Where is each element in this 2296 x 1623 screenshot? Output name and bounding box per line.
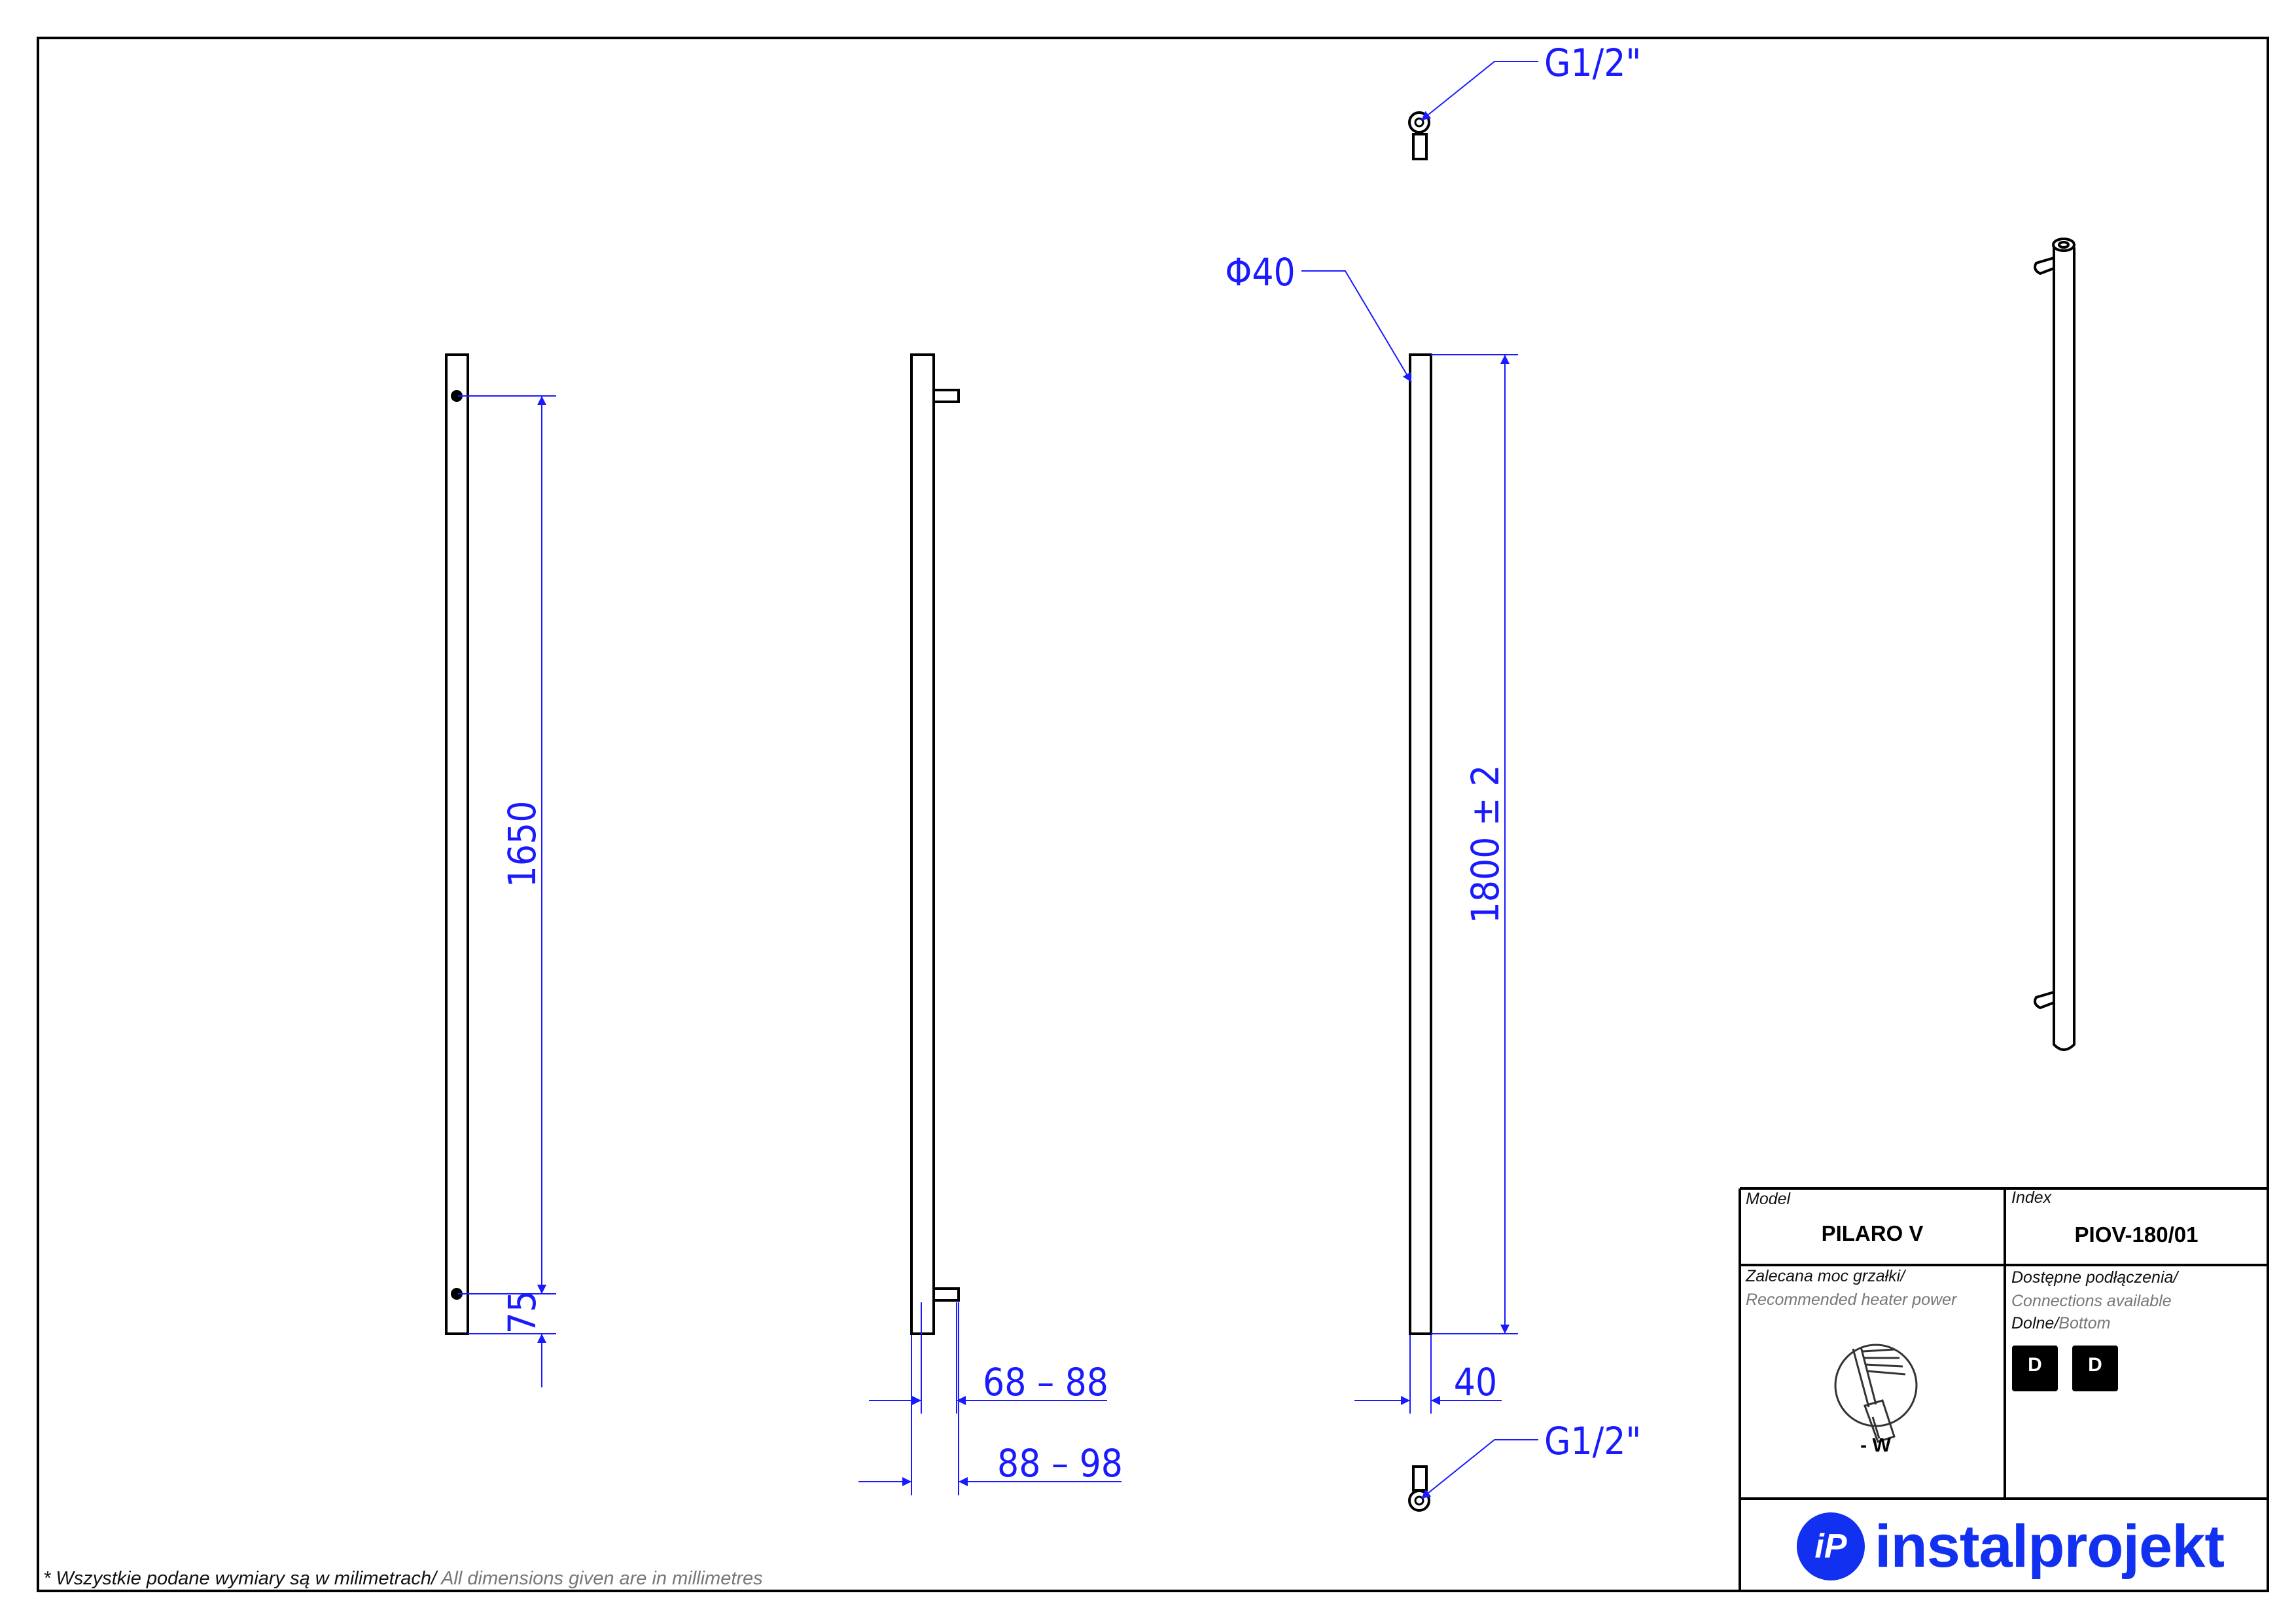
- ip-logo-icon: iP: [1797, 1512, 1865, 1580]
- power-label-en: Recommended heater power: [1746, 1291, 1957, 1309]
- power-label-pl: Zalecana moc grzałki/: [1746, 1267, 1905, 1285]
- side-view: 68 – 88 88 – 98: [858, 353, 1123, 1495]
- sheet-border: [37, 37, 2269, 1592]
- brand-logo: iP instalprojekt: [1796, 1512, 2225, 1581]
- footnote-en: All dimensions given are in millimetres: [436, 1568, 763, 1589]
- perspective-view: [2034, 238, 2075, 1051]
- connection-badge-bottom-1: D: [2012, 1346, 2058, 1391]
- dim-40: 40: [1454, 1360, 1497, 1404]
- connections-type: Dolne/Bottom: [2011, 1314, 2110, 1333]
- connections-label-pl: Dostępne podłączenia/: [2011, 1268, 2178, 1287]
- rear-view: 1800 ± 2 40 Φ40 G1/2" G1/2": [1225, 41, 1641, 1512]
- front-view: 1650 75: [445, 353, 556, 1387]
- model-value: PILARO V: [1821, 1221, 1924, 1245]
- label-thread-top: G1/2": [1544, 41, 1641, 85]
- heater-icon: [1834, 1344, 1918, 1443]
- svg-text:iP: iP: [1814, 1527, 1846, 1565]
- connections-type-pl: Dolne/: [2011, 1314, 2059, 1332]
- brand-name: instalprojekt: [1875, 1512, 2225, 1580]
- footnote-pl: * Wszystkie podane wymiary są w milimetr…: [43, 1568, 437, 1589]
- fixing-point-bottom: [451, 1288, 463, 1300]
- dim-1650: 1650: [500, 801, 544, 888]
- index-value: PIOV-180/01: [2074, 1222, 2199, 1247]
- connections-label-en: Connections available: [2011, 1292, 2172, 1310]
- thread-bottom-circle: [1408, 1489, 1430, 1512]
- connection-badge-bottom-2: D: [2072, 1346, 2118, 1391]
- power-value: - W: [1860, 1435, 1891, 1456]
- title-block-frame: [1739, 1187, 2268, 1591]
- connection-nipple-top: [932, 389, 960, 403]
- dim-88-98: 88 – 98: [997, 1441, 1123, 1486]
- label-thread-bottom: G1/2": [1544, 1419, 1641, 1463]
- index-label: Index: [2011, 1188, 2052, 1207]
- dim-1800: 1800 ± 2: [1463, 765, 1508, 924]
- fixing-point-top: [451, 390, 463, 402]
- connection-nipple-bottom: [932, 1287, 960, 1302]
- connections-type-en: Bottom: [2058, 1314, 2111, 1332]
- footnote: * Wszystkie podane wymiary są w milimetr…: [43, 1568, 763, 1590]
- dim-68-88: 68 – 88: [983, 1360, 1108, 1404]
- dim-75: 75: [500, 1291, 544, 1334]
- dim-diameter: Φ40: [1225, 250, 1295, 294]
- thread-top-circle: [1408, 111, 1430, 134]
- model-label: Model: [1746, 1190, 1791, 1208]
